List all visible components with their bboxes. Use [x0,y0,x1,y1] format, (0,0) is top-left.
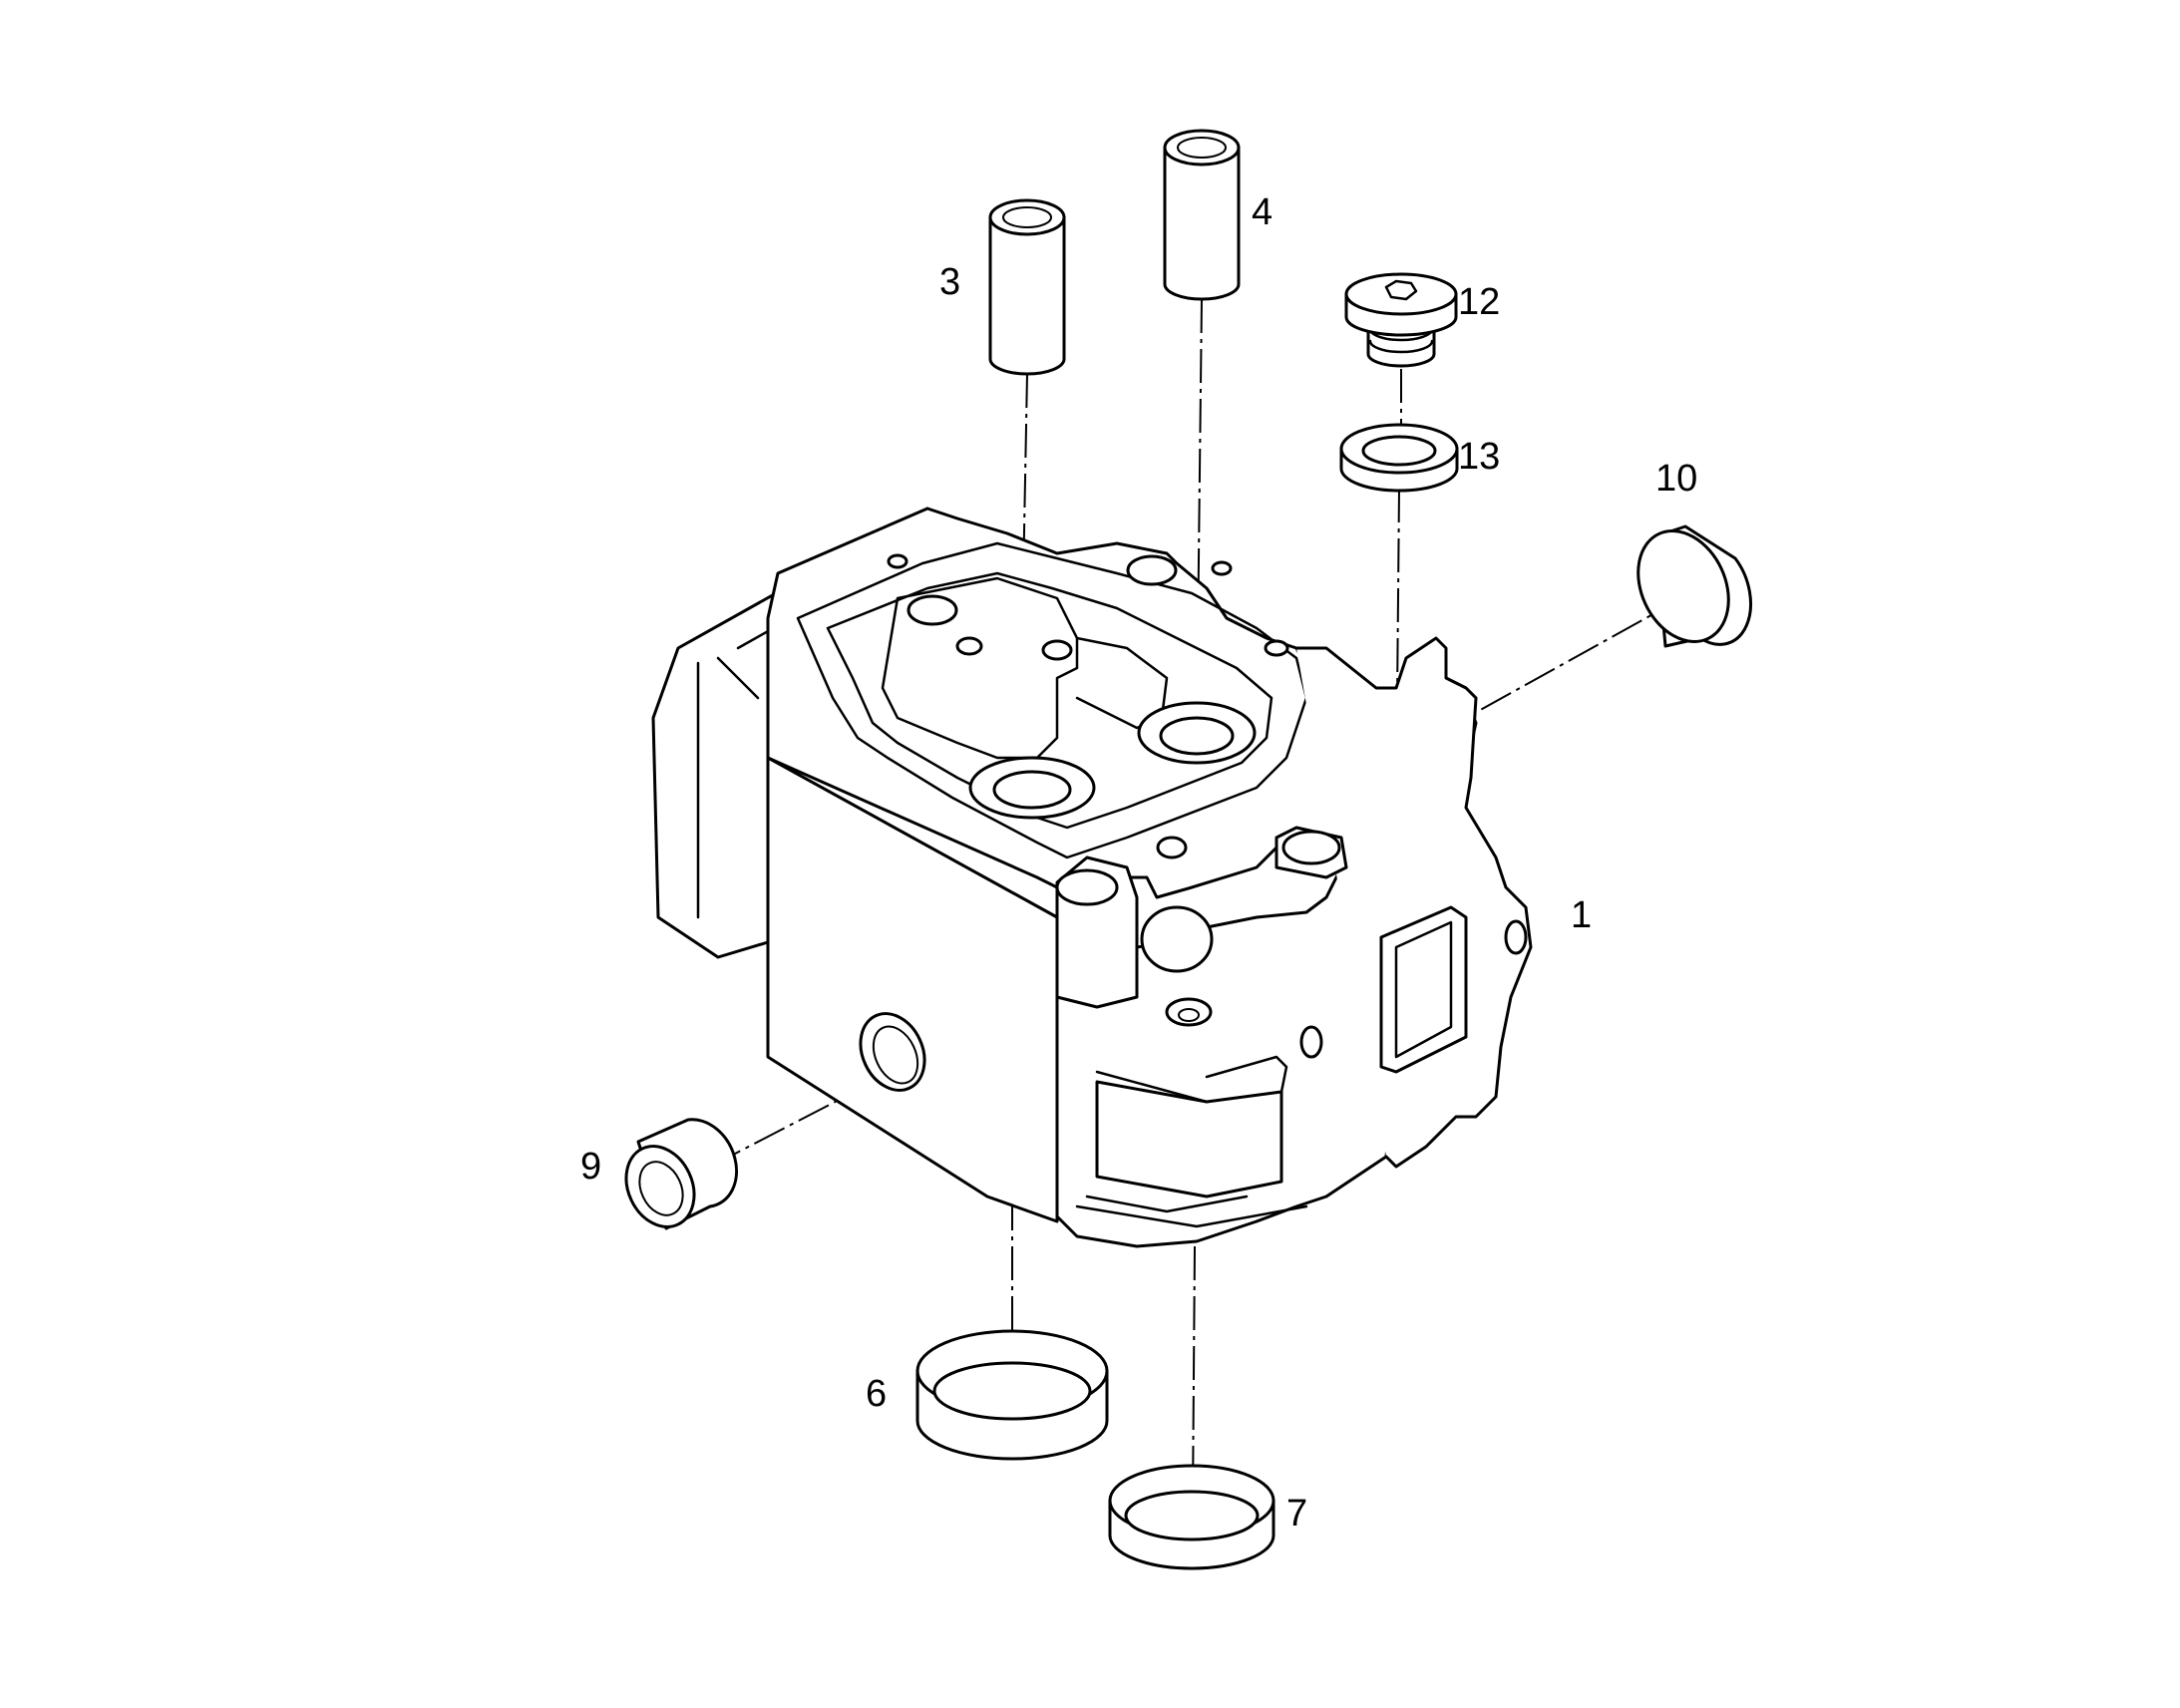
housing-top-recess [796,541,1308,859]
cap-9-face [624,1145,696,1228]
callout-10: 10 [1655,458,1697,500]
plug-12-hex-socket [1384,279,1418,301]
callout-6: 6 [866,1373,887,1415]
front-small-hole-inner [1178,1008,1200,1022]
callout-12: 12 [1458,281,1500,323]
front-side-hole [1299,1025,1323,1059]
pillar-hole [1055,868,1119,906]
callout-3: 3 [939,261,960,303]
callout-9: 9 [580,1146,601,1188]
front-round-port [1140,905,1214,973]
cap-10-face [1636,529,1730,643]
housing-tower-side [1075,636,1169,730]
plug-part-12 [1344,272,1458,368]
hole-top-g [1211,560,1233,576]
cap-part-10 [1636,524,1752,648]
housing-front-left [766,756,1059,1223]
sleeve-4-bore [1177,137,1227,159]
ring-7-bore [1124,1490,1260,1541]
axis-ring-7 [1192,1245,1196,1507]
housing-tower [881,576,1079,760]
callout-13: 13 [1458,436,1500,478]
hole-top-d [955,636,983,656]
sleeve-part-4 [1163,129,1241,301]
callout-7: 7 [1286,1493,1307,1535]
seal-ring-part-13 [1339,423,1459,493]
plug-12-head-top [1344,272,1458,316]
ring-part-6 [915,1329,1109,1461]
right-flange-hole [1504,919,1528,955]
cap-part-9 [624,1118,738,1230]
callout-labels: 1 3 4 6 7 9 10 12 13 [580,191,1697,1535]
valve-bore-left-inner [992,770,1072,810]
hole-top-a [907,594,958,626]
ring-part-7 [1108,1464,1275,1570]
housing-right-flange [1294,636,1533,1169]
valve-bore-right-inner [1159,716,1235,756]
sleeve-part-3 [988,198,1066,376]
right-boss-hole [1281,830,1341,865]
axis-cap-10 [1465,595,1686,719]
callout-4: 4 [1252,191,1272,233]
front-small-hole [1165,997,1213,1027]
sleeve-4-top [1163,129,1241,167]
hole-top-e [887,553,908,569]
ring-6-bore [932,1361,1092,1421]
front-port-box [1095,1080,1283,1198]
side-bore-inner [872,1025,919,1085]
housing-right-window-inner [1394,920,1453,1059]
sleeve-3-bore [1002,206,1052,228]
housing-part-1 [651,507,1533,1248]
callout-1: 1 [1571,894,1592,936]
front-tiny-hole [1156,836,1188,859]
sleeve-4-body [1163,146,1241,301]
housing-inner-recess [826,571,1273,830]
hole-top-b [1126,554,1178,586]
hole-top-c [1041,639,1073,661]
seal-13-hole [1361,435,1437,467]
hole-top-f [1264,639,1289,657]
front-port-frame [1095,1055,1288,1104]
front-port-base [1075,1195,1308,1228]
cap-9-inner [638,1161,684,1216]
sleeve-3-top [988,198,1066,236]
sleeve-3-body [988,215,1066,376]
